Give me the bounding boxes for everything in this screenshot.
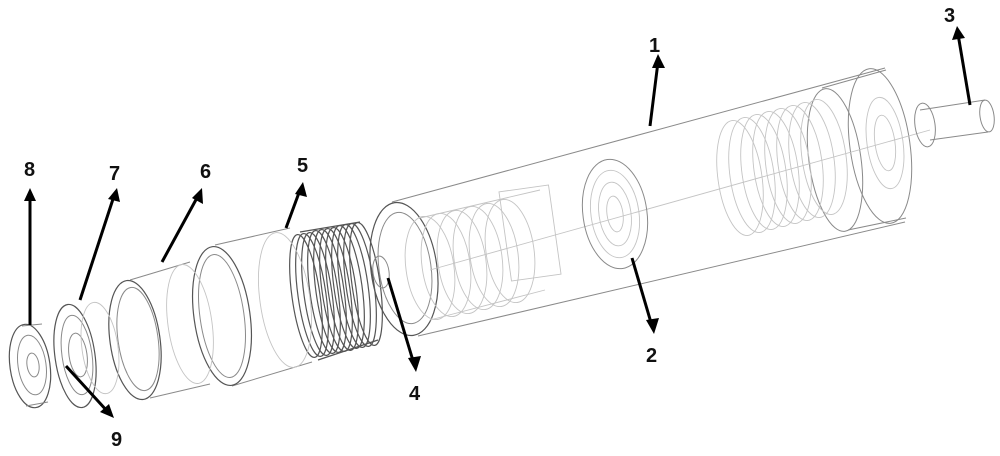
callout-1: 1 — [649, 35, 660, 57]
callout-8: 8 — [24, 159, 35, 181]
callout-4: 4 — [409, 383, 421, 405]
callout-3: 3 — [944, 5, 955, 27]
cylindrical-sleeve — [185, 228, 320, 389]
middle-insert-element — [576, 155, 655, 273]
callout-9: 9 — [111, 429, 122, 451]
callout-arrows — [24, 26, 970, 418]
main-housing-tube — [362, 65, 930, 340]
callout-2: 2 — [646, 345, 657, 367]
end-cap — [4, 322, 55, 411]
threaded-coupling — [284, 221, 392, 360]
callout-6: 6 — [200, 161, 211, 183]
callout-5: 5 — [297, 155, 308, 177]
output-shaft — [912, 99, 996, 148]
callout-7: 7 — [109, 163, 120, 185]
callout-labels: 1 2 3 4 5 6 7 8 9 — [24, 5, 955, 451]
inner-coil-left — [399, 185, 561, 323]
